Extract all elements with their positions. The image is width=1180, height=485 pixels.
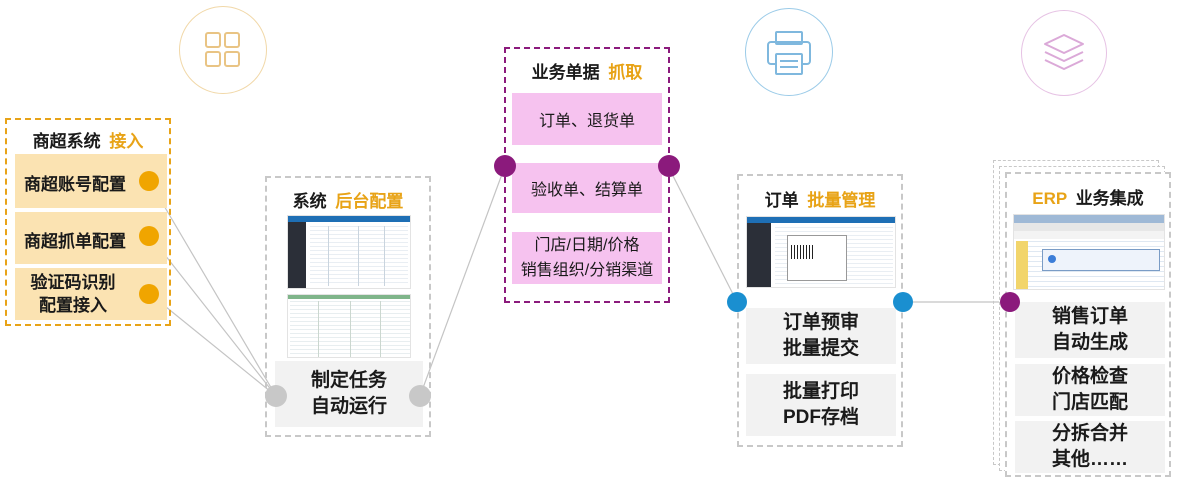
layers-icon [1021, 10, 1107, 96]
panel-title: 订单 批量管理 [739, 186, 901, 211]
order-precheck-tile: 订单预审 批量提交 [746, 308, 896, 364]
panel-backend-config: 系统 后台配置 制定任务 自动运行 [265, 176, 431, 437]
panel-document-fetch: 业务单据 抓取 订单、退货单 验收单、结算单 门店/日期/价格 销售组织/分销渠… [504, 47, 670, 303]
panel-title-highlight: ERP [1032, 189, 1067, 208]
panel-title-main: 商超系统 [32, 132, 101, 151]
panel-title: 业务单据 抓取 [506, 58, 668, 83]
item-label: 商超账号配置 [24, 175, 126, 194]
price-check-tile: 价格检查 门店匹配 [1015, 364, 1165, 416]
connector-dot [139, 226, 159, 246]
panel-title: ERP 业务集成 [1007, 184, 1169, 209]
connector-dot [893, 292, 913, 312]
scheduled-task-tile: 制定任务 自动运行 [275, 361, 423, 427]
panel-title-highlight: 后台配置 [335, 192, 404, 211]
backend-screenshot-thumbnail [287, 215, 411, 289]
erp-screenshot-thumbnail [1013, 214, 1165, 290]
panel-title-main: 订单 [764, 191, 799, 210]
connector-dot [409, 385, 431, 407]
panel-batch-order: 订单 批量管理 订单预审 批量提交 批量打印 PDF存档 [737, 174, 903, 447]
panel-erp-integration: ERP 业务集成 销售订单 自动生成 价格检查 门店匹配 分拆合并 其他…… [1005, 172, 1171, 477]
panel-title-main: 系统 [292, 192, 327, 211]
panel-title: 商超系统 接入 [7, 127, 169, 152]
connector-dot [494, 155, 516, 177]
connector-dot [1000, 292, 1020, 312]
list-item: 验收单、结算单 [512, 163, 662, 213]
panel-title: 系统 后台配置 [267, 187, 429, 212]
item-label: 验证码识别 配置接入 [30, 273, 116, 315]
panel-title-highlight: 接入 [109, 132, 144, 151]
panel-title-main: 业务单据 [531, 63, 600, 82]
order-screenshot-thumbnail [746, 216, 896, 288]
connector-dot [727, 292, 747, 312]
printer-icon [745, 8, 833, 96]
connector-dot [265, 385, 287, 407]
list-item: 门店/日期/价格 销售组织/分销渠道 [512, 232, 662, 284]
grid-icon [179, 6, 267, 94]
item-label: 商超抓单配置 [24, 232, 126, 251]
task-screenshot-thumbnail [287, 294, 411, 358]
panel-title-highlight: 批量管理 [807, 191, 876, 210]
connector-dot [139, 171, 159, 191]
split-merge-tile: 分拆合并 其他…… [1015, 421, 1165, 473]
list-item: 商超抓单配置 [15, 212, 167, 264]
panel-title-highlight: 抓取 [608, 63, 643, 82]
panel-title-main: 业务集成 [1075, 189, 1144, 208]
list-item: 订单、退货单 [512, 93, 662, 145]
sales-order-tile: 销售订单 自动生成 [1015, 302, 1165, 358]
panel-mall-system: 商超系统 接入 商超账号配置 商超抓单配置 验证码识别 配置接入 [5, 118, 171, 326]
batch-print-tile: 批量打印 PDF存档 [746, 374, 896, 436]
connector-dot [658, 155, 680, 177]
connector-dot [139, 284, 159, 304]
